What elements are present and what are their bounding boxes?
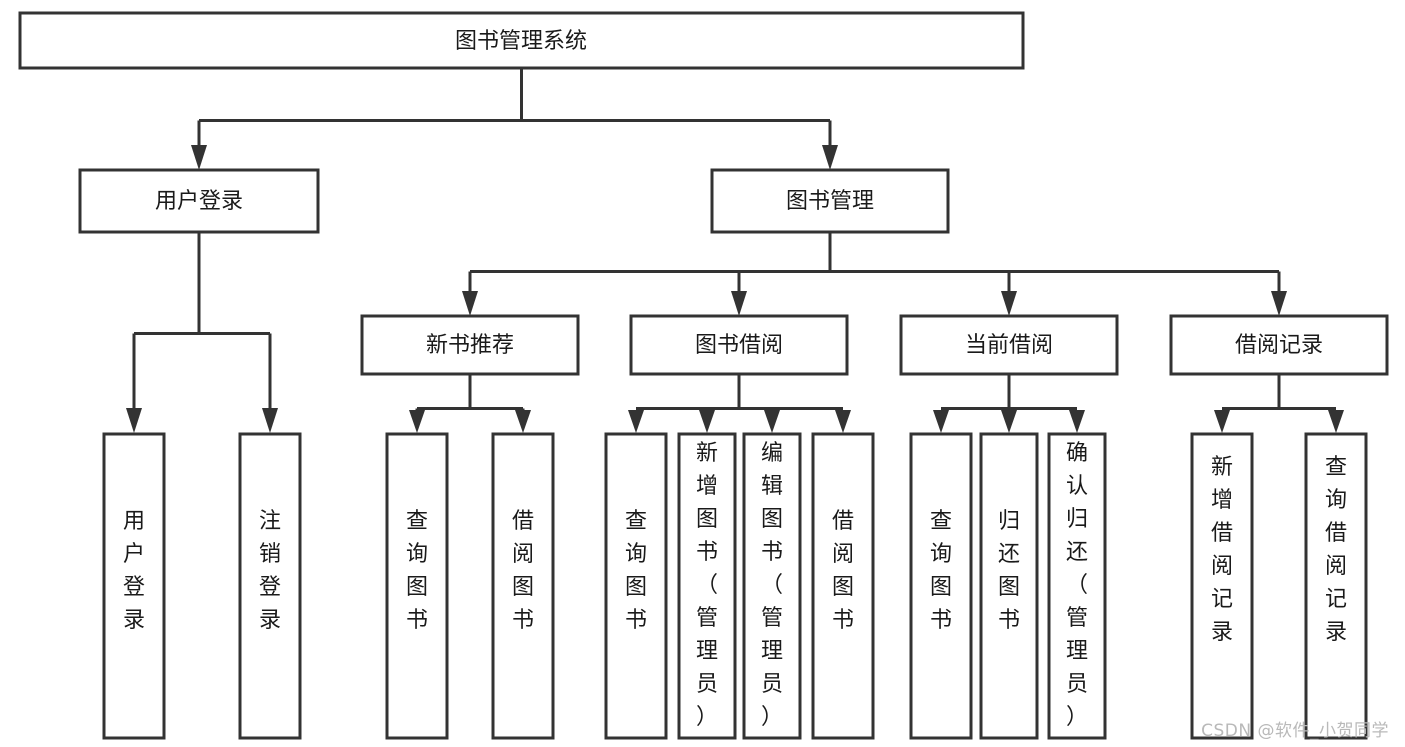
csdn-watermark: CSDN @软件_小贺同学 — [1201, 721, 1389, 741]
node-current-borrow[interactable]: 当前借阅 — [899, 314, 1119, 376]
arrow-head-book-manage — [822, 145, 838, 170]
node-leaf-query-book-2[interactable]: 查询图书 — [604, 432, 668, 740]
node-leaf-edit-book-box[interactable] — [742, 432, 802, 740]
arrow-head-leaf-borrow-book-1 — [515, 410, 531, 433]
node-leaf-add-record[interactable]: 新增借阅记录 — [1190, 432, 1254, 740]
node-leaf-edit-book[interactable]: 编辑图书（管理员） — [742, 432, 802, 740]
node-leaf-logout-login[interactable]: 注销登录 — [238, 432, 302, 740]
arrow-head-leaf-query-record — [1328, 410, 1344, 433]
node-current-borrow-label: 当前借阅 — [965, 333, 1053, 358]
node-book-manage[interactable]: 图书管理 — [710, 168, 950, 234]
arrow-head-leaf-borrow-book-2 — [835, 410, 851, 433]
arrow-head-leaf-return-book — [1001, 410, 1017, 433]
node-leaf-query-book-3-label: 查询图书 — [930, 509, 952, 633]
node-leaf-borrow-book-1-box[interactable] — [491, 432, 555, 740]
node-book-borrow-label: 图书借阅 — [695, 333, 783, 358]
arrow-head-leaf-user-login — [126, 408, 142, 433]
node-leaf-query-book-1[interactable]: 查询图书 — [385, 432, 449, 740]
node-leaf-confirm-return-label: 确认归还（管理员） — [1066, 441, 1088, 730]
node-leaf-edit-book-label: 编辑图书（管理员） — [761, 441, 783, 730]
node-borrow-record[interactable]: 借阅记录 — [1169, 314, 1389, 376]
node-leaf-confirm-return-box[interactable] — [1047, 432, 1107, 740]
arrow-head-book-borrow — [731, 291, 747, 316]
node-root-label: 图书管理系统 — [455, 29, 587, 54]
node-leaf-add-book-label: 新增图书（管理员） — [696, 441, 718, 730]
node-new-book-recommend[interactable]: 新书推荐 — [360, 314, 580, 376]
node-new-book-recommend-label: 新书推荐 — [426, 333, 514, 358]
arrow-head-user-login — [191, 145, 207, 170]
node-leaf-add-book[interactable]: 新增图书（管理员） — [677, 432, 737, 740]
node-leaf-borrow-book-1[interactable]: 借阅图书 — [491, 432, 555, 740]
arrow-head-leaf-logout-login — [262, 408, 278, 433]
node-leaf-query-book-2-label: 查询图书 — [625, 509, 647, 633]
node-borrow-record-label: 借阅记录 — [1235, 333, 1323, 358]
arrow-head-new-book-recommend — [462, 291, 478, 316]
node-book-manage-box[interactable] — [710, 168, 950, 234]
node-leaf-query-book-3[interactable]: 查询图书 — [909, 432, 973, 740]
node-leaf-query-book-1-box[interactable] — [385, 432, 449, 740]
node-leaf-add-record-label: 新增借阅记录 — [1211, 455, 1233, 645]
node-book-manage-label: 图书管理 — [786, 189, 874, 214]
arrow-head-leaf-confirm-return — [1069, 410, 1085, 433]
node-leaf-query-record[interactable]: 查询借阅记录 — [1304, 432, 1368, 740]
node-leaf-user-login[interactable]: 用户登录 — [102, 432, 166, 740]
node-leaf-query-book-2-box[interactable] — [604, 432, 668, 740]
node-leaf-add-book-box[interactable] — [677, 432, 737, 740]
node-leaf-borrow-book-2-box[interactable] — [811, 432, 875, 740]
node-root-box[interactable] — [18, 11, 1025, 70]
node-new-book-recommend-box[interactable] — [360, 314, 580, 376]
node-leaf-confirm-return[interactable]: 确认归还（管理员） — [1047, 432, 1107, 740]
node-leaf-query-book-1-label: 查询图书 — [406, 509, 428, 633]
node-leaf-borrow-book-2[interactable]: 借阅图书 — [811, 432, 875, 740]
node-leaf-query-book-3-box[interactable] — [909, 432, 973, 740]
node-leaf-query-record-box[interactable] — [1304, 432, 1368, 740]
node-user-login-label: 用户登录 — [155, 189, 243, 214]
arrow-head-leaf-query-book-3 — [933, 410, 949, 433]
node-root[interactable]: 图书管理系统 — [18, 11, 1025, 70]
node-leaf-add-record-box[interactable] — [1190, 432, 1254, 740]
node-leaf-user-login-label: 用户登录 — [123, 509, 145, 633]
node-leaf-logout-login-box[interactable] — [238, 432, 302, 740]
arrow-head-leaf-query-book-2 — [628, 410, 644, 433]
node-leaf-return-book-label: 归还图书 — [998, 509, 1020, 633]
arrow-head-current-borrow — [1001, 291, 1017, 316]
node-leaf-borrow-book-1-label: 借阅图书 — [512, 509, 534, 633]
node-leaf-borrow-book-2-label: 借阅图书 — [832, 509, 854, 633]
node-leaf-return-book[interactable]: 归还图书 — [979, 432, 1039, 740]
node-leaf-user-login-box[interactable] — [102, 432, 166, 740]
arrow-head-leaf-add-record — [1214, 410, 1230, 433]
arrow-head-leaf-add-book — [699, 410, 715, 433]
node-user-login[interactable]: 用户登录 — [78, 168, 320, 234]
node-book-borrow-box[interactable] — [629, 314, 849, 376]
node-leaf-logout-login-label: 注销登录 — [259, 509, 281, 633]
node-borrow-record-box[interactable] — [1169, 314, 1389, 376]
node-leaf-query-record-label: 查询借阅记录 — [1325, 455, 1347, 645]
arrow-head-leaf-query-book-1 — [409, 410, 425, 433]
arrow-head-borrow-record — [1271, 291, 1287, 316]
node-book-borrow[interactable]: 图书借阅 — [629, 314, 849, 376]
connector-layer — [126, 68, 1344, 433]
node-current-borrow-box[interactable] — [899, 314, 1119, 376]
arrow-head-leaf-edit-book — [764, 410, 780, 433]
node-user-login-box[interactable] — [78, 168, 320, 234]
node-leaf-return-book-box[interactable] — [979, 432, 1039, 740]
